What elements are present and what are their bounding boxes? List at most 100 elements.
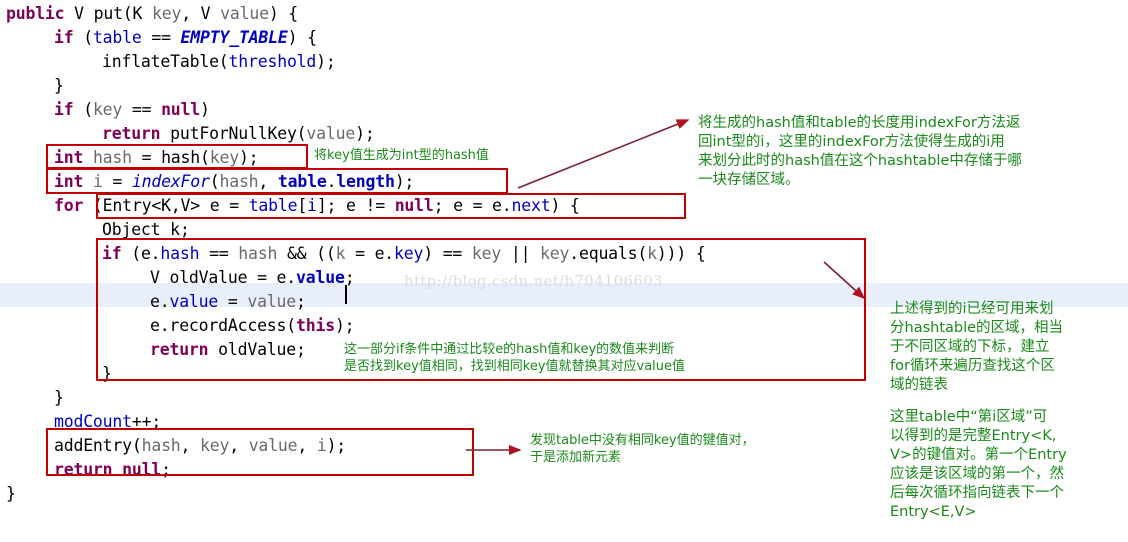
code-token: } (54, 388, 64, 407)
code-token: } (6, 484, 16, 503)
code-token: value (248, 436, 298, 455)
code-token: hash (92, 148, 132, 167)
code-token: || (501, 244, 541, 263)
code-token: V put( (64, 4, 133, 23)
redbox-for-statement (96, 193, 686, 219)
code-token: ) (200, 100, 210, 119)
code-token: ) { (287, 28, 317, 47)
code-token: ( (73, 100, 93, 119)
redbox-if-block (96, 238, 866, 381)
code-token: ); (394, 172, 415, 191)
code-line: } (54, 74, 64, 98)
code-token: = (219, 196, 249, 215)
code-token: e (374, 244, 385, 263)
code-token: e (346, 196, 356, 215)
code-token: return (150, 340, 209, 359)
code-token: e (209, 196, 220, 215)
code-token: } (102, 364, 112, 383)
code-token: = (102, 172, 132, 191)
code-token: key (200, 436, 230, 455)
code-line: return oldValue; (150, 338, 306, 362)
code-token: == (122, 100, 162, 119)
code-token: int (54, 148, 84, 167)
code-token: hash (238, 244, 278, 263)
code-token: public (6, 4, 65, 23)
code-token: , V (181, 4, 221, 23)
code-token: . (286, 268, 297, 287)
code-token: key (540, 244, 570, 263)
code-token: threshold (228, 52, 317, 71)
code-token: && (( (277, 244, 336, 263)
code-token: ( (121, 244, 141, 263)
code-token: . (159, 292, 170, 311)
code-token: ; (161, 460, 171, 479)
code-token: if (54, 28, 74, 47)
code-token: null (394, 196, 434, 215)
note-indexfor: 将生成的hash值和table的长度用indexFor方法返 回int型的i，这… (698, 115, 1022, 188)
code-token: (Entry<K,V> (83, 196, 210, 215)
code-token: e (276, 268, 287, 287)
code-token: oldValue; (208, 340, 306, 359)
redbox-indexfor-statement (46, 168, 508, 194)
code-token: . (326, 172, 337, 191)
code-token: ) == (423, 244, 472, 263)
redbox-hash-statement (46, 144, 308, 169)
code-token: inflateTable( (102, 52, 229, 71)
code-token: value (247, 292, 297, 311)
code-token: , (297, 436, 317, 455)
code-line: } (54, 386, 64, 410)
code-token: K (132, 4, 153, 23)
watermark-text: http://blog.csdn.net/h704106603 (404, 272, 663, 290)
current-line-highlight (0, 283, 1128, 307)
code-token: length (336, 172, 395, 191)
code-token: , (180, 436, 201, 455)
code-token: = (345, 244, 375, 263)
code-token: next (511, 196, 551, 215)
redbox-addentry-block (46, 428, 474, 476)
code-line: e.value = value; (150, 290, 306, 314)
code-token: hash (160, 244, 200, 263)
code-token: if (54, 100, 74, 119)
code-token: ( (73, 28, 93, 47)
code-token: e (150, 292, 160, 311)
code-token: . (384, 244, 395, 263)
code-token: ) { (268, 4, 299, 23)
code-line: inflateTable(threshold); (102, 50, 336, 74)
code-token: table (92, 28, 142, 47)
code-token: hash (219, 172, 259, 191)
code-token: ); (316, 52, 336, 71)
code-token: = (131, 148, 162, 167)
code-line: e.recordAccess(this); (150, 314, 355, 338)
code-token: if (102, 244, 122, 263)
code-token: null (161, 100, 201, 119)
code-token: , (258, 172, 278, 191)
code-token: V oldValue = (150, 268, 277, 287)
code-token: ; (433, 196, 454, 215)
note-entry-chain: 这里table中“第i区域”可 以得到的是完整Entry<K, V>的键值对。第… (890, 409, 1067, 520)
code-line: int hash = hash(key); (54, 146, 259, 170)
code-token: } (54, 76, 64, 95)
code-token: value (296, 268, 345, 287)
code-token: key (394, 244, 424, 263)
code-token: value (169, 292, 219, 311)
code-token: ( (209, 172, 220, 191)
code-line: if (e.hash == hash && ((k = e.key) == ke… (102, 242, 706, 266)
code-token: ; (296, 292, 306, 311)
code-token: i (307, 196, 317, 215)
code-token: .equals( (569, 244, 648, 263)
code-token: e (140, 244, 151, 263)
code-token: e (150, 316, 160, 335)
code-token: modCount (54, 412, 132, 431)
code-token: value (306, 124, 356, 143)
code-token: indexFor (131, 172, 210, 191)
code-token: ++; (131, 412, 162, 431)
code-token: key (152, 4, 182, 23)
code-token: .recordAccess( (159, 316, 297, 335)
code-token: , (229, 436, 249, 455)
code-token: EMPTY_TABLE (180, 28, 288, 47)
code-token: key (471, 244, 502, 263)
code-token: hash( (161, 148, 210, 167)
code-token: ) { (550, 196, 580, 215)
code-token: ); (326, 436, 347, 455)
